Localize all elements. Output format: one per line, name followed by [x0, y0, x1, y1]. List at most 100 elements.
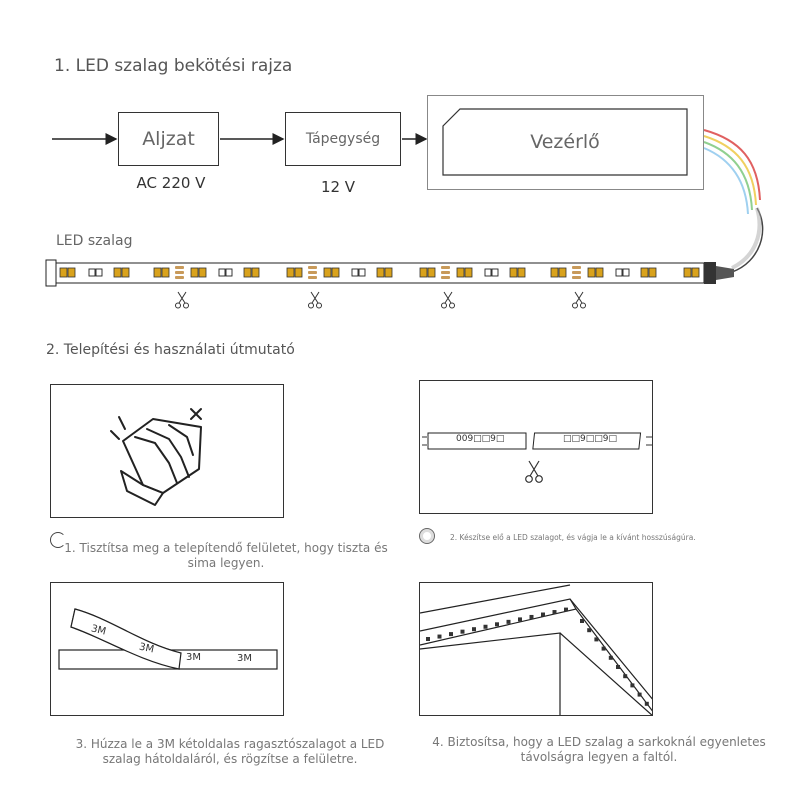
- scissors-icon: [525, 460, 543, 483]
- copper-pad: [441, 276, 450, 279]
- resistor: [225, 268, 233, 277]
- scissors-icon: [441, 291, 455, 309]
- corner-led-dot: [644, 701, 649, 706]
- led-chip: [243, 267, 252, 278]
- led-chip: [427, 267, 436, 278]
- scissors-icon: [308, 291, 322, 309]
- socket-box: [118, 112, 219, 166]
- led-chip: [517, 267, 526, 278]
- step1-caption: 1. Tisztítsa meg a telepítendő felületet…: [64, 541, 388, 570]
- wiring-diagram-title: 1. LED szalag bekötési rajza: [54, 56, 293, 76]
- corner-led-dot: [518, 617, 522, 622]
- led-chip: [683, 267, 692, 278]
- resistor: [622, 268, 630, 277]
- corner-led-dot: [495, 622, 499, 627]
- copper-pad: [572, 276, 581, 279]
- led-chip: [587, 267, 596, 278]
- tape-label: 3M: [186, 652, 201, 663]
- step4-caption: 4. Biztosítsa, hogy a LED szalag a sarko…: [432, 735, 766, 764]
- corner-led-dot: [623, 674, 628, 679]
- led-chip: [190, 267, 199, 278]
- corner-led-dot: [449, 632, 453, 637]
- led-chip: [595, 267, 604, 278]
- copper-pad: [175, 266, 184, 269]
- copper-pad: [572, 271, 581, 274]
- controller-output-wires: [703, 129, 761, 215]
- corner-led-dots: [426, 607, 649, 706]
- step3-panel: 3M 3M 3M 3M: [50, 582, 284, 716]
- corner-led-dot: [580, 619, 584, 623]
- corner-led-dot: [608, 655, 613, 660]
- controller-label: Vezérlő: [530, 131, 600, 153]
- led-chip: [286, 267, 295, 278]
- corner-led-dot: [472, 627, 476, 632]
- led-chip: [161, 267, 170, 278]
- power-supply-box: [285, 112, 401, 166]
- copper-pad: [572, 266, 581, 269]
- copper-pad: [441, 266, 450, 269]
- step4-panel: [419, 582, 653, 716]
- led-chip: [384, 267, 393, 278]
- corner-led-dot: [616, 665, 620, 669]
- socket-label: Aljzat: [142, 128, 195, 150]
- led-chip: [376, 267, 385, 278]
- corner-led-dot: [506, 619, 511, 624]
- resistor: [88, 268, 96, 277]
- step1-panel: [50, 384, 284, 518]
- copper-pad: [175, 271, 184, 274]
- resistor: [358, 268, 366, 277]
- copper-pad: [175, 276, 184, 279]
- corner-led-dot: [637, 692, 642, 697]
- power-supply-label: Tápegység: [305, 131, 381, 147]
- led-chip: [121, 267, 130, 278]
- corner-led-dot: [552, 610, 557, 615]
- power-supply-voltage: 12 V: [320, 178, 356, 196]
- led-chip: [59, 267, 68, 278]
- led-chip: [691, 267, 700, 278]
- led-chip: [251, 267, 260, 278]
- step1-bullet-icon: [50, 532, 66, 548]
- scissors-icon: [572, 291, 586, 309]
- led-chip: [464, 267, 473, 278]
- socket-voltage: AC 220 V: [136, 174, 206, 192]
- led-chip: [509, 267, 518, 278]
- corner-led-dot: [460, 629, 465, 634]
- led-chip: [456, 267, 465, 278]
- led-chip: [153, 267, 162, 278]
- resistor: [351, 268, 359, 277]
- corner-led-dot: [594, 637, 599, 642]
- resistor: [484, 268, 492, 277]
- step2-bullet-icon: [419, 528, 435, 544]
- led-segments: [59, 266, 700, 279]
- corner-led-dot: [426, 637, 430, 641]
- led-chip: [640, 267, 649, 278]
- step3-caption: 3. Húzza le a 3M kétoldalas ragasztószal…: [75, 737, 385, 766]
- strip-text-right: □□9□□9□: [563, 434, 617, 444]
- wiring-diagram-lines: [52, 129, 764, 273]
- scissors-icon: [175, 291, 189, 309]
- corner-led-dot: [630, 683, 635, 688]
- installation-guide-title: 2. Telepítési és használati útmutató: [46, 342, 295, 358]
- led-strip-diagram: [45, 259, 734, 287]
- led-chip: [113, 267, 122, 278]
- copper-pad: [308, 276, 317, 279]
- led-chip: [550, 267, 559, 278]
- corner-led-dot: [587, 628, 592, 633]
- corner-led-dot: [437, 634, 442, 639]
- led-chip: [67, 267, 76, 278]
- cleaning-hand-icon: [110, 408, 202, 506]
- led-chip: [558, 267, 567, 278]
- step2-caption: 2. Készítse elő a LED szalagot, és vágja…: [450, 533, 696, 542]
- copper-pad: [308, 271, 317, 274]
- resistor: [218, 268, 226, 277]
- corner-led-dot: [541, 612, 545, 617]
- led-chip: [331, 267, 340, 278]
- led-chip: [648, 267, 657, 278]
- copper-pad: [441, 271, 450, 274]
- corner-led-dot: [529, 614, 534, 619]
- led-chip: [198, 267, 207, 278]
- resistor: [615, 268, 623, 277]
- led-chip: [294, 267, 303, 278]
- corner-led-dot: [601, 646, 606, 651]
- resistor: [491, 268, 499, 277]
